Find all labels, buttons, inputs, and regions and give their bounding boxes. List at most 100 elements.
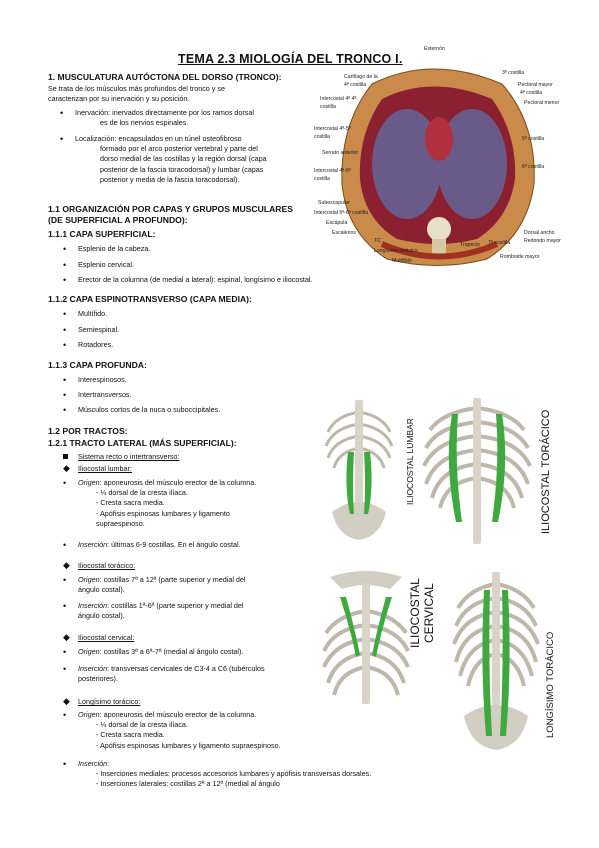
origen-sub-3: - Apófisis espinosas lumbares y ligament… — [96, 740, 281, 750]
figure-label: 4ª costilla — [344, 82, 367, 88]
insercion-text: : transversas cervicales de C3-4 a C6 (t… — [107, 664, 265, 673]
thorax-cross-section-illustration — [341, 68, 535, 266]
figure-label: TC — [374, 238, 381, 244]
figure-label: Intercostal 5ª-6ª costilla — [314, 210, 369, 216]
figure-label: Multífido — [392, 258, 412, 264]
list-item: Multífido. — [63, 309, 107, 319]
localizacion-text-4: posterior de la fascia toracodorsal) y l… — [100, 164, 264, 174]
iliocostal-cervical-label: ILIOCOSTAL CERVICAL — [408, 578, 436, 648]
origen-label: Origen — [78, 575, 100, 584]
section-1-1-heading-1: 1.1 ORGANIZACIÓN POR CAPAS Y GRUPOS MUSC… — [48, 204, 293, 214]
iliocostal-cervical-label-line-2: CERVICAL — [422, 583, 436, 644]
iliocostal-toracico-illustration — [418, 394, 536, 546]
figure-label: 3ª costilla — [502, 70, 525, 76]
figure-label: Pectoral mayor — [518, 82, 553, 88]
list-item: Esplenio cervical. — [63, 260, 134, 270]
list-item: Intertransversos. — [63, 390, 131, 400]
localizacion-text-1: encapsulados en un túnel osteofibroso — [116, 134, 242, 143]
section-1-1-heading-2: (DE SUPERFICIAL A PROFUNDO): — [48, 215, 188, 225]
origen-text: : costillas 7ª a 12ª (parte superior y m… — [99, 575, 246, 584]
origen-sub-1: - ⅓ dorsal de la cresta ilíaca. — [96, 488, 188, 498]
localizacion-label: Localización: — [75, 134, 117, 143]
origen-sub-1: - ⅓ dorsal de la cresta ilíaca. — [96, 720, 188, 730]
figure-label: Intercostal 4ª-5ª — [314, 126, 351, 132]
origen-sub-2: - Cresta sacra media. — [96, 730, 165, 740]
longisimo-origen: Origen: aponeurosis del músculo erector … — [63, 710, 281, 751]
list-item: Interespinosos. — [63, 375, 127, 385]
insercion-text: : últimas 6-9 costillas. En el ángulo co… — [107, 540, 241, 549]
iliocostal-lumbar-origen: Origen: aponeurosis del músculo erector … — [63, 478, 257, 529]
iliocostal-cervical-insercion: Inserción: transversas cervicales de C3-… — [63, 664, 265, 684]
list-item: Músculos cortos de la nuca o suboccipita… — [63, 405, 220, 415]
page-title: TEMA 2.3 MIOLOGÍA DEL TRONCO I. — [178, 52, 403, 66]
origen-label: Origen — [78, 710, 100, 719]
origen-label: Origen — [78, 647, 100, 656]
iliocostal-lumbar-label: ILIOCOSTAL LUMBAR — [405, 418, 415, 505]
iliocostal-lumbar-illustration — [320, 392, 398, 544]
figure-label: Escalenos — [332, 230, 356, 236]
iliocostal-cervical-figure — [320, 567, 412, 704]
longisimo-toracico-figure — [452, 566, 540, 752]
origen-text-2: ángulo costal). — [78, 585, 125, 595]
inervacion-text-2: es de los nervios espinales. — [100, 118, 189, 128]
intro-line-1: Se trata de los músculos más profundos d… — [48, 84, 225, 93]
figure-label: costilla — [314, 134, 330, 140]
figure-label: Intercostal 4ª-6ª — [314, 168, 351, 174]
localizacion-text-5: posterior y media de la fascia toracodor… — [100, 174, 240, 184]
insercion-text: : — [107, 759, 110, 768]
figure-label: costilla — [320, 104, 336, 110]
section-1-heading: 1. MUSCULATURA AUTÓCTONA DEL DORSO (TRON… — [48, 72, 282, 82]
iliocostal-cervical-label-line-1: ILIOCOSTAL — [408, 578, 422, 648]
origen-text: : aponeurosis del músculo erector de la … — [99, 710, 257, 719]
iliocostal-toracico-heading: Iliocostal torácico: — [63, 560, 135, 571]
figure-label: 6ª costilla — [522, 164, 545, 170]
origen-text: : aponeurosis del músculo erector de la … — [99, 478, 257, 487]
iliocostal-cervical-origen: Origen: costillas 3ª a 6ª-7ª (medial al … — [63, 647, 243, 657]
list-item: Rotadores. — [63, 340, 113, 350]
iliocostal-lumbar-figure — [320, 392, 398, 544]
insercion-label: Inserción — [78, 601, 108, 610]
localizacion-text-2: formado por el arco posterior vertebral … — [100, 144, 258, 154]
insercion-label: Inserción — [78, 759, 108, 768]
inervacion-label: Inervación: — [75, 108, 111, 117]
figure-label: costilla — [314, 176, 330, 182]
figure-label: Cartílago de la — [344, 74, 378, 80]
insercion-text-2: posteriores). — [78, 674, 118, 684]
figure-label: 5ª costilla — [522, 136, 545, 142]
insercion-sub-1: - Inserciones mediales: procesos accesor… — [96, 769, 372, 779]
figure-label: Serrato anterior — [322, 150, 359, 156]
iliocostal-lumbar-heading: Iliocostal lumbar: — [63, 463, 132, 474]
figure-label: Longísimo torácico — [374, 248, 418, 254]
figure-label: Escápula — [326, 220, 348, 226]
figure-label: Esternón — [424, 46, 445, 52]
iliocostal-cervical-illustration — [320, 567, 412, 704]
section-1-1-1-heading: 1.1.1 CAPA SUPERFICIAL: — [48, 229, 156, 239]
iliocostal-toracico-origen: Origen: costillas 7ª a 12ª (parte superi… — [63, 575, 246, 595]
insercion-label: Inserción — [78, 664, 108, 673]
origen-sub-2: - Cresta sacra media. — [96, 498, 165, 508]
insercion-text-2: ángulo costal). — [78, 611, 125, 621]
insercion-sub-2: - Inserciones laterales: costillas 2ª a … — [96, 779, 280, 789]
section-1-intro: Se trata de los músculos más profundos d… — [48, 84, 225, 104]
figure-label: Dorsal ancho — [524, 230, 555, 236]
iliocostal-toracico-figure — [418, 394, 536, 546]
figure-label: Romboide mayor — [500, 254, 540, 260]
iliocostal-cervical-heading: Iliocostal cervical: — [63, 632, 134, 643]
list-item: Semiespinal. — [63, 325, 119, 335]
longisimo-insercion: Inserción: - Inserciones mediales: proce… — [63, 759, 372, 790]
figure-label: Trapecio — [460, 242, 480, 248]
origen-label: Origen — [78, 478, 100, 487]
section-1-1-2-heading: 1.1.2 CAPA ESPINOTRANSVERSO (CAPA MEDIA)… — [48, 294, 252, 304]
section-1-2-heading: 1.2 POR TRACTOS: — [48, 426, 128, 436]
intro-line-2: caracterizan por su inervación y su posi… — [48, 94, 190, 104]
insercion-text: : costillas 1ª-6ª (parte superior y medi… — [107, 601, 244, 610]
insercion-label: Inserción — [78, 540, 108, 549]
inervacion-item: Inervación: inervados directamente por l… — [60, 108, 254, 128]
section-1-1-3-heading: 1.1.3 CAPA PROFUNDA: — [48, 360, 147, 370]
iliocostal-lumbar-insercion: Inserción: últimas 6-9 costillas. En el … — [63, 540, 241, 550]
section-1-2-1-heading: 1.2.1 TRACTO LATERAL (MÁS SUPERFICIAL): — [48, 438, 237, 448]
figure-label: Pectoral menor — [524, 100, 560, 106]
origen-sub-3: - Apófisis espinosas lumbares y ligament… — [96, 508, 230, 518]
sistema-recto-item: Sistema recto o intertransverso: — [62, 452, 180, 461]
inervacion-text-1: inervados directamente por los ramos dor… — [110, 108, 254, 117]
